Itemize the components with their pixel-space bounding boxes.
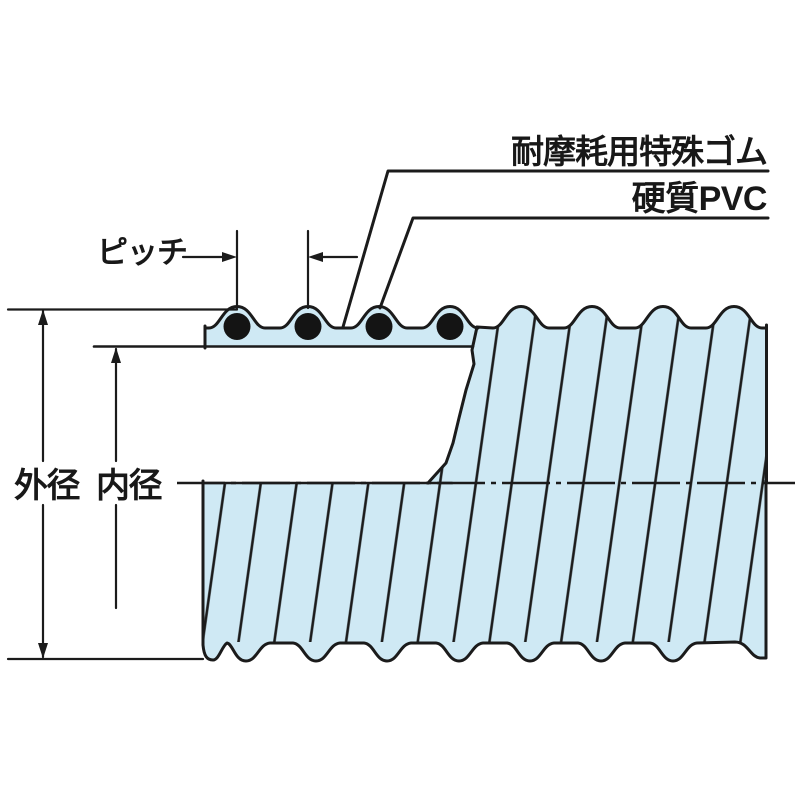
hose-body xyxy=(203,306,766,661)
rubber-callout-label: 耐摩耗用特殊ゴム xyxy=(511,133,767,170)
pvc-spiral-circle xyxy=(436,313,464,340)
outer-profile-exterior xyxy=(475,305,768,330)
arrow-right-pitch xyxy=(222,252,237,262)
dimension-arrowheads xyxy=(38,252,323,659)
pvc-spiral-sections xyxy=(223,313,464,340)
dimension-lines xyxy=(6,229,359,661)
pvc-spiral-circle xyxy=(365,313,393,340)
pvc-spiral-circle xyxy=(223,313,251,340)
callout-leaders xyxy=(341,169,770,329)
lower-outline xyxy=(201,479,768,663)
pvc-callout-label: 硬質PVC xyxy=(632,180,767,218)
arrow-up-outer xyxy=(38,309,48,325)
pvc-callout-leader xyxy=(378,216,770,310)
pitch-label: ピッチ xyxy=(97,235,187,270)
pvc-spiral-circle xyxy=(294,313,322,340)
spiral-hatching-lower xyxy=(203,483,766,642)
spiral-hatching-upper xyxy=(428,306,766,483)
torn-edge xyxy=(426,325,479,485)
hose-wall-section xyxy=(205,306,478,348)
arrow-left-pitch xyxy=(308,252,323,262)
arrow-up-inner xyxy=(111,347,121,363)
pitch-extension-lines xyxy=(235,229,310,310)
outer-diameter-label: 外径 xyxy=(14,467,80,505)
arrow-down-outer xyxy=(38,643,48,659)
outer-profile-sectioned xyxy=(203,305,480,330)
inner-diameter-label: 内径 xyxy=(96,467,162,505)
rubber-callout-leader xyxy=(341,169,770,329)
